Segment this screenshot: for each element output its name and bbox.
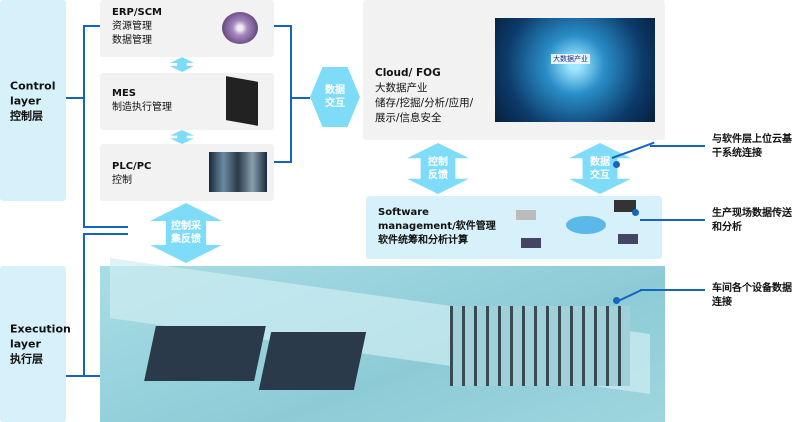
callout-line	[640, 219, 705, 221]
connector	[83, 226, 128, 228]
control-feedback-arrow: 控制 反馈	[407, 143, 469, 194]
callout-dot	[632, 209, 639, 216]
software-desc: 软件统筹和分析计算	[378, 235, 468, 246]
erp-desc: 资源管理 数据管理	[112, 21, 152, 46]
connector	[83, 233, 128, 235]
cloud-box: Cloud/ FOG 大数据产业 储存/挖掘/分析/应用/ 展示/信息安全 大数据…	[363, 0, 665, 140]
callout-line	[640, 289, 705, 291]
solar-panel	[144, 326, 266, 381]
software-title: Software management/软件管理	[378, 207, 496, 232]
solar-panel	[258, 332, 367, 390]
data-exchange-arrow-right: 数据 交互	[569, 143, 631, 194]
double-arrow	[170, 57, 194, 72]
mes-title: MES	[112, 88, 136, 99]
device-icon	[521, 238, 541, 248]
erp-box: ERP/SCM 资源管理 数据管理	[100, 0, 274, 57]
cloud-desc: 大数据产业 储存/挖掘/分析/应用/ 展示/信息安全	[375, 82, 474, 124]
device-icon	[618, 234, 638, 244]
software-box: Software management/软件管理软件统筹和分析计算	[366, 196, 662, 259]
control-layer: Control layer 控制层	[0, 0, 66, 201]
mes-box: MES 制造执行管理	[100, 73, 274, 130]
control-layer-label: Control layer 控制层	[10, 79, 56, 122]
plc-box: PLC/PC 控制	[100, 144, 274, 201]
factory-production-line-image	[100, 258, 665, 422]
plc-title: PLC/PC	[112, 161, 152, 172]
note-device-connection: 车间各个设备数据 连接	[712, 283, 792, 308]
connector	[290, 25, 292, 163]
connector	[274, 25, 291, 27]
plc-hardware-image	[209, 152, 267, 192]
machinery	[450, 306, 630, 386]
double-arrow	[170, 130, 194, 144]
connector	[83, 25, 100, 27]
server-icon	[226, 76, 258, 126]
note-cloud-connection: 与软件层上位云基 干系统连接	[712, 134, 792, 159]
execution-layer-label: Execution layer 执行层	[10, 322, 71, 366]
big-data-image: 大数据产业	[495, 18, 655, 122]
device-icon	[516, 210, 536, 220]
execution-layer: Execution layer 执行层	[0, 266, 71, 422]
note-field-data: 生产现场数据传送 和分析	[712, 208, 792, 233]
cloud-title: Cloud/ FOG	[375, 67, 441, 79]
plc-desc: 控制	[112, 175, 132, 186]
connector	[66, 375, 100, 377]
connector	[274, 161, 291, 163]
callout-line	[650, 145, 705, 147]
callout-dot	[613, 161, 620, 168]
mes-desc: 制造执行管理	[112, 102, 172, 113]
erp-title: ERP/SCM	[112, 7, 163, 18]
network-cloud-icon	[566, 216, 606, 234]
connector	[83, 233, 85, 376]
device-icon	[614, 200, 636, 212]
big-data-label: 大数据产业	[551, 54, 590, 64]
connector	[290, 97, 310, 99]
connector	[66, 97, 84, 99]
data-exchange-arrow: 数据 交互	[310, 67, 360, 127]
callout-line	[611, 141, 655, 159]
disc-stack-icon	[222, 12, 258, 44]
control-collect-feedback-arrow: 控制采 集反馈	[150, 203, 222, 263]
connector	[83, 25, 85, 228]
callout-dot	[613, 297, 620, 304]
